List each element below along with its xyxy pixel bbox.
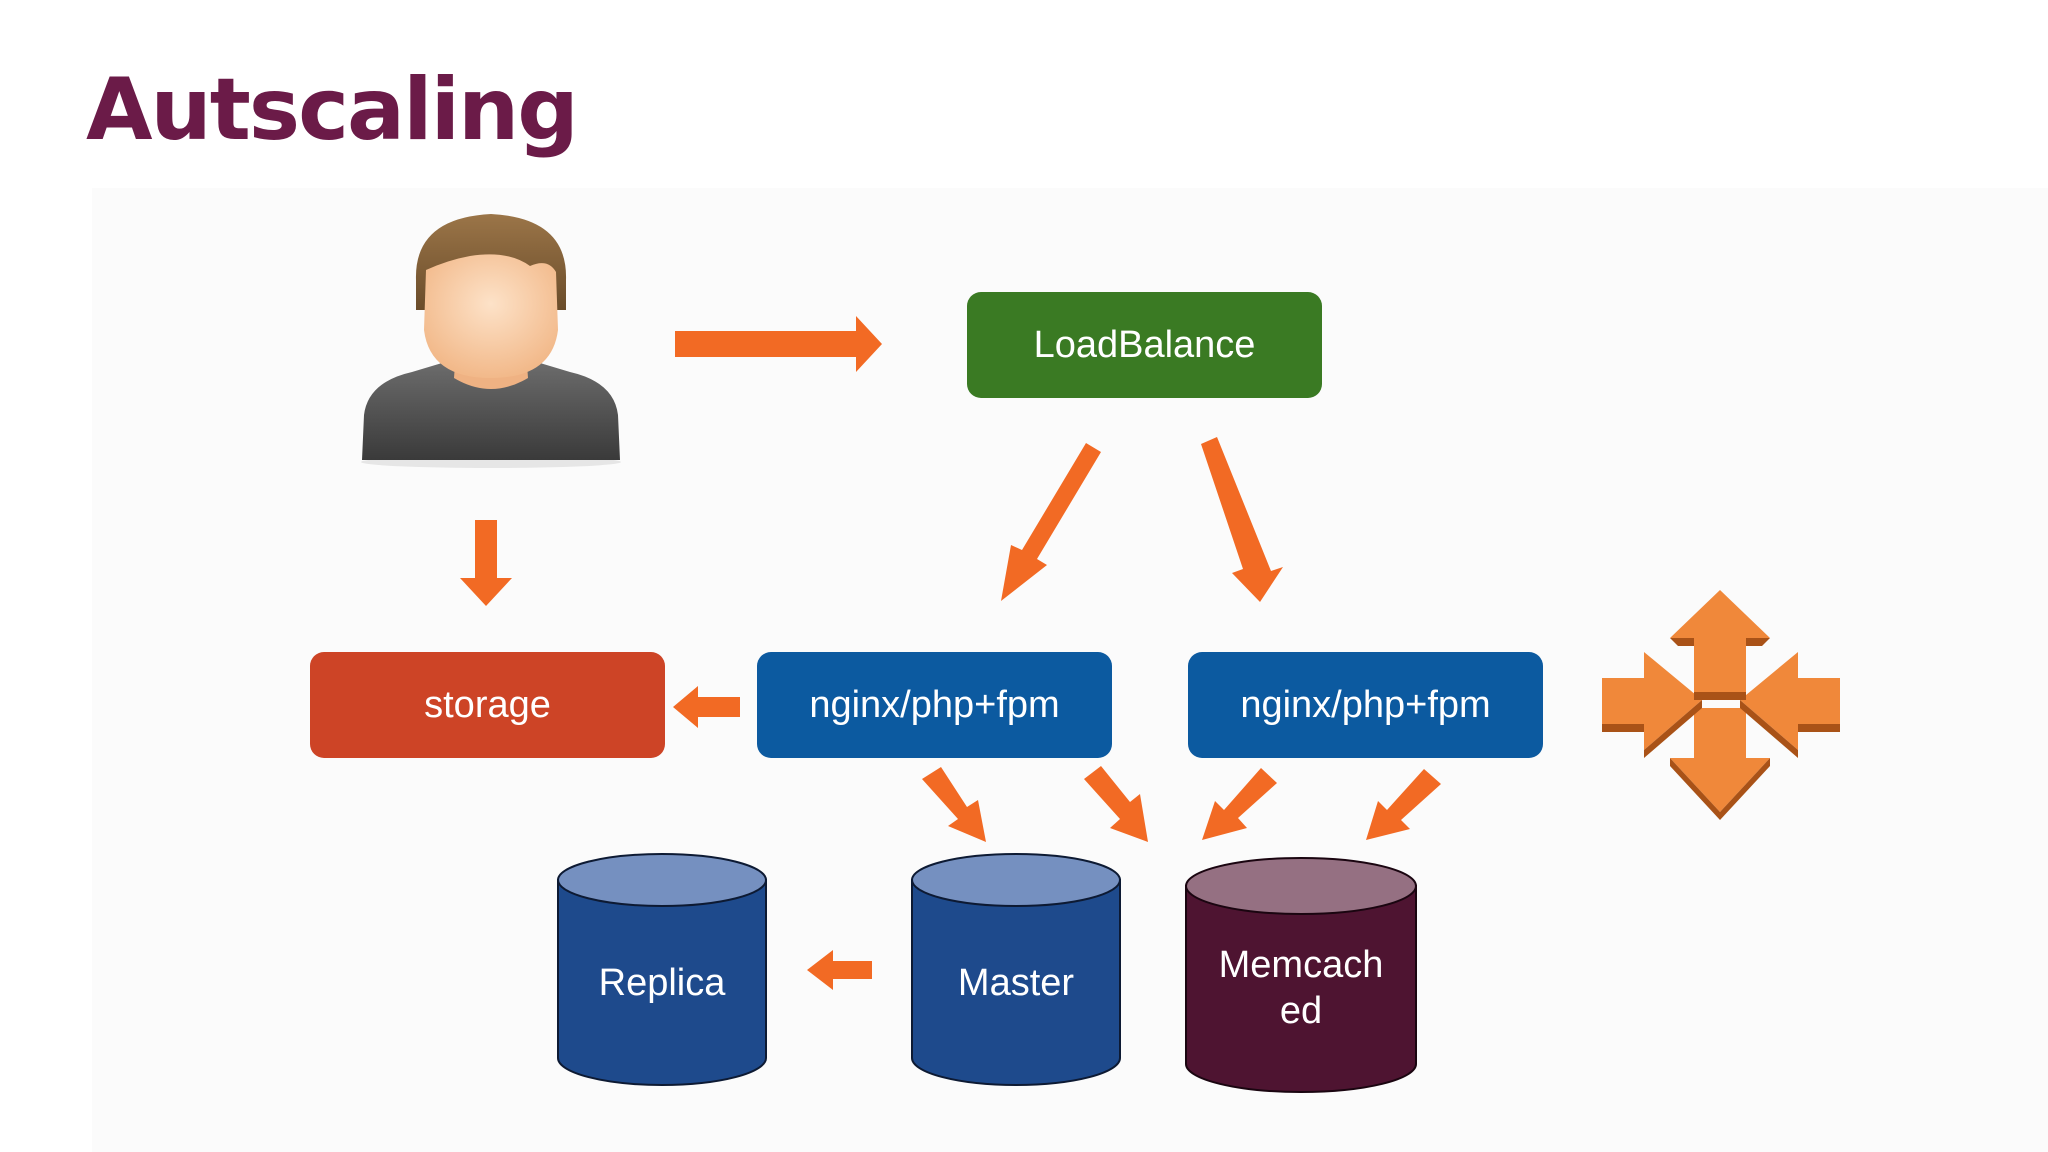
arrow-user-to-storage	[460, 520, 512, 606]
nginx-php-fpm-node-2: nginx/php+fpm	[1188, 652, 1543, 758]
storage-label: storage	[424, 683, 551, 726]
arrow-user-to-loadbalance	[675, 316, 882, 372]
master-label: Master	[957, 962, 1075, 1004]
storage-node: storage	[310, 652, 665, 758]
arrow-nginx-2-to-memcached-b	[1366, 769, 1441, 840]
loadbalance-label: LoadBalance	[1033, 323, 1256, 366]
arrow-nginx-to-storage	[673, 686, 740, 728]
arrow-nginx-2-to-memcached-a	[1202, 768, 1277, 840]
master-database: Master	[910, 852, 1122, 1088]
user-avatar-icon	[361, 214, 621, 468]
nginx-php-fpm-node-1: nginx/php+fpm	[757, 652, 1112, 758]
nginx-1-label: nginx/php+fpm	[809, 683, 1060, 726]
arrow-loadbalance-to-nginx-1	[1001, 443, 1101, 601]
replica-database: Replica	[556, 852, 768, 1088]
database-cylinder-icon	[1185, 857, 1417, 1093]
page-title: Autscaling	[86, 60, 579, 160]
memcached-label-line-2: ed	[1279, 990, 1323, 1032]
arrow-nginx-1-to-master-b	[1084, 766, 1148, 842]
database-cylinder-icon	[557, 853, 767, 1086]
replica-label: Replica	[598, 962, 726, 1004]
arrow-master-to-replica	[807, 950, 872, 990]
database-cylinder-icon	[911, 853, 1121, 1086]
arrow-nginx-1-to-master-a	[922, 767, 986, 842]
autoscaling-arrows-icon	[1602, 590, 1840, 820]
arrow-loadbalance-to-nginx-2	[1201, 437, 1283, 602]
memcached-database: Memcach ed	[1184, 856, 1418, 1094]
loadbalance-node: LoadBalance	[967, 292, 1322, 398]
nginx-2-label: nginx/php+fpm	[1240, 683, 1491, 726]
memcached-label-line-1: Memcach	[1218, 944, 1384, 986]
